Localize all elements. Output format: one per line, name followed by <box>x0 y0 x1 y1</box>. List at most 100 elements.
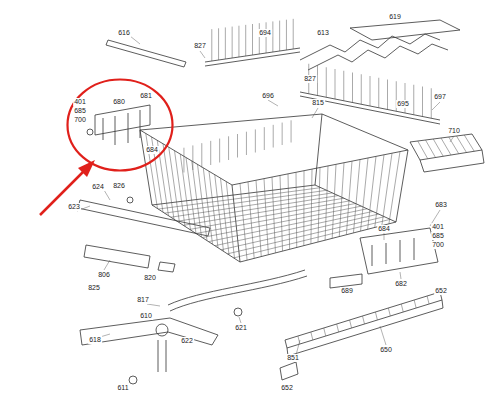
hub-stem <box>158 340 166 372</box>
roller-part <box>87 129 93 135</box>
basket-wire <box>175 151 186 227</box>
basket-wire <box>296 172 298 247</box>
tine-wire <box>192 145 193 170</box>
circle-outline <box>66 78 174 172</box>
parts-drawing <box>78 20 484 384</box>
tine-wire <box>201 143 202 167</box>
callout-number: 827 <box>193 42 207 50</box>
tine-wire <box>264 127 265 150</box>
rail-part <box>285 292 443 356</box>
rail-rib <box>427 296 429 304</box>
callout-number: 684 <box>145 146 159 154</box>
basket-wire <box>325 166 328 240</box>
callout-number: 401 <box>431 223 445 231</box>
red-arrowhead <box>78 160 95 177</box>
rail-rib <box>337 324 339 332</box>
callout-number: 710 <box>447 127 461 135</box>
callout-number: 700 <box>73 116 87 124</box>
callout-number: 685 <box>431 232 445 240</box>
tine-wire <box>291 120 292 142</box>
basket-wire <box>311 169 312 244</box>
callout-number: 650 <box>379 346 393 354</box>
clip-part <box>95 105 150 145</box>
basket-wire <box>346 161 352 235</box>
tine-wire <box>405 83 406 113</box>
rail-rib <box>324 328 326 336</box>
nut-part <box>129 376 137 384</box>
basket-slat <box>464 135 474 151</box>
tine-wire <box>228 136 229 160</box>
basket-wire <box>240 183 247 260</box>
tine-wire <box>335 69 336 99</box>
callout-number: 806 <box>97 271 111 279</box>
basket-slat <box>449 137 459 154</box>
callout-number: 697 <box>433 93 447 101</box>
floor-wire <box>190 201 350 230</box>
tine-wire <box>387 80 388 110</box>
basket-part <box>410 134 484 172</box>
basket-wire <box>203 168 212 244</box>
basket-wire <box>339 163 344 237</box>
tine-wire <box>225 27 226 59</box>
rail-rib <box>363 316 365 324</box>
basket-slat <box>441 138 451 155</box>
tine-wire <box>259 23 260 54</box>
tine-wire <box>232 27 233 58</box>
basket-slat <box>418 141 428 159</box>
callout-number: 696 <box>261 92 275 100</box>
floor-wire <box>234 219 391 258</box>
tine-wire <box>279 21 280 51</box>
rail-part <box>78 200 210 236</box>
callout-number: 401 <box>73 98 87 106</box>
basket-wire <box>264 179 268 255</box>
tine-wire <box>255 129 256 152</box>
floor-wire <box>209 209 368 242</box>
callout-number: 652 <box>280 384 294 392</box>
basket-wire <box>353 160 360 233</box>
tine-wire <box>211 29 212 61</box>
tine-wire <box>343 71 344 101</box>
callout-number: 680 <box>112 98 126 106</box>
tine-wire <box>317 66 318 96</box>
basket-slat <box>426 140 436 158</box>
floor-wire <box>183 198 343 225</box>
basket-top-rim <box>140 114 408 185</box>
callout-number: 827 <box>303 75 317 83</box>
callout-number: 682 <box>394 280 408 288</box>
highlight-arrow <box>40 160 95 215</box>
tine-wire <box>273 125 274 148</box>
callout-number: 695 <box>396 100 410 108</box>
floor-wire <box>202 206 361 237</box>
callout-number: 610 <box>139 312 153 320</box>
callout-number: 616 <box>117 29 131 37</box>
tine-wire <box>361 74 362 104</box>
rail-rib <box>298 336 300 344</box>
red-arrow-shaft <box>40 169 86 215</box>
tine-wire <box>237 134 238 158</box>
callout-number: 820 <box>143 274 157 282</box>
tine-wire <box>422 87 423 117</box>
tine-wire <box>219 139 220 163</box>
tine-wire <box>413 85 414 115</box>
callout-number: 826 <box>112 182 126 190</box>
tine-wire <box>370 76 371 106</box>
callout-number: 681 <box>139 92 153 100</box>
tine-wire <box>246 132 247 155</box>
leader-lines <box>77 36 454 355</box>
clip-part <box>360 228 438 274</box>
tine-wire <box>286 20 287 50</box>
rail-rib <box>401 304 403 312</box>
bar-part <box>106 40 186 67</box>
tine-wire <box>245 25 246 56</box>
tine-wire <box>210 141 211 165</box>
screw-part <box>127 197 133 203</box>
basket-wire <box>318 168 320 243</box>
callout-number: 618 <box>88 336 102 344</box>
callout-number: 683 <box>434 201 448 209</box>
basket-wire <box>272 177 275 253</box>
basket-wire <box>368 156 376 229</box>
end-cap <box>280 362 298 380</box>
rail-rib <box>388 308 390 316</box>
callout-number: 815 <box>311 99 325 107</box>
